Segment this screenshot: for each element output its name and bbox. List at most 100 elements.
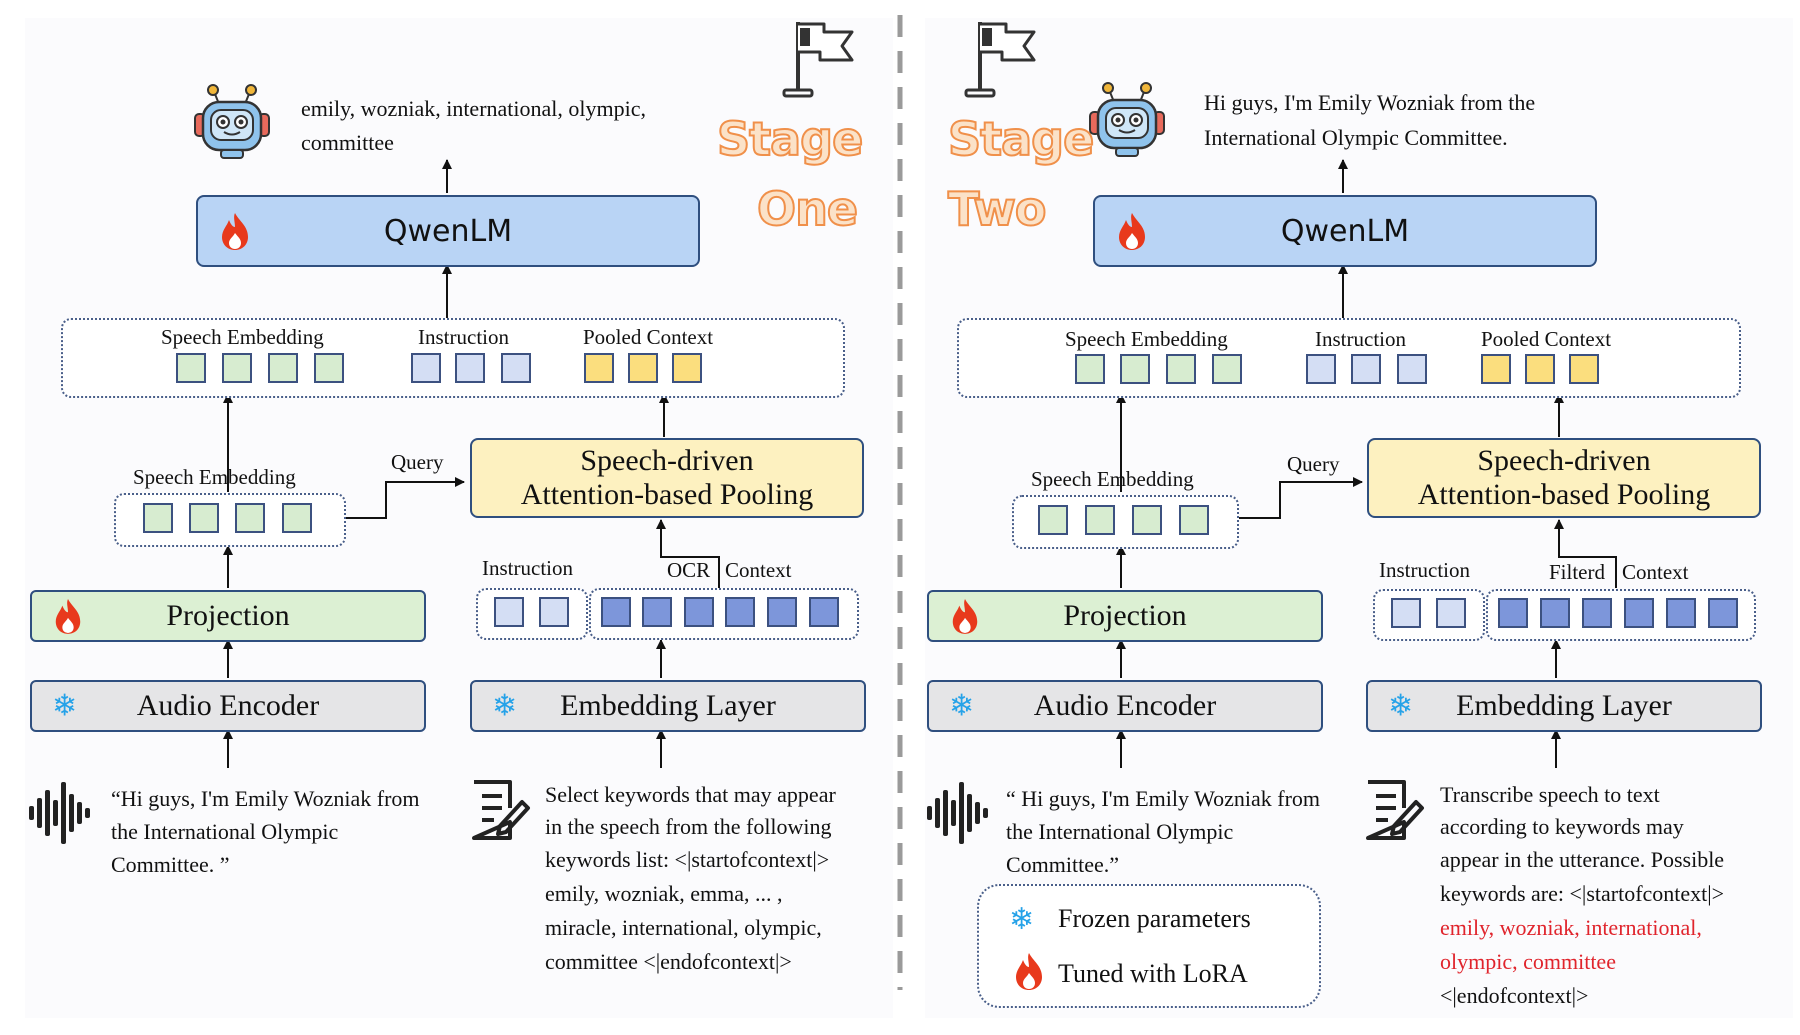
speech-token [1120,354,1150,384]
pooling-label-line1: Speech-driven [580,444,754,477]
snowflake-icon: ❄ [52,688,78,724]
fire-icon [1012,951,1046,995]
robot-icon [1089,82,1165,157]
stage-one-context-label-b: Context [725,558,792,582]
stage-one-pooling-box: Speech-driven Attention-based Pooling [470,438,864,518]
pooling-label-line2: Attention-based Pooling [1417,478,1711,511]
instruction-token [539,597,569,627]
stage-two-seq-speech-label: Speech Embedding [1065,327,1228,351]
pooling-label-line1: Speech-driven [1477,444,1651,477]
instruction-token [1397,354,1427,384]
flag-icon [782,22,854,98]
fire-icon [1115,211,1149,251]
stage-two-title-line1: Stage [947,111,1095,167]
stage-two-qwenlm-box: QwenLM [1093,195,1597,267]
stage-one-seq-pooled-label: Pooled Context [583,325,714,349]
stage-two-prompt-line7: <|endofcontext|> [1440,983,1589,1008]
instruction-token [455,353,485,383]
fire-icon [52,597,84,635]
legend-tuned-label: Tuned with LoRA [1058,959,1248,988]
snowflake-icon: ❄ [1388,688,1414,724]
speech-token [1085,505,1115,535]
stage-one-seq-instruction-label: Instruction [418,325,509,349]
pooled-context-token [672,353,702,383]
stage-two-prompt-line4: keywords are: <|startofcontext|> [1440,881,1725,906]
stage-one-embedding-layer-box: ❄ Embedding Layer [470,680,866,732]
stage-two-output-line2: International Olympic Committee. [1204,125,1508,150]
document-edit-icon [472,780,530,840]
instruction-token [501,353,531,383]
stage-one-instruction-box [476,588,588,640]
stage-one-instruction-label: Instruction [482,556,573,580]
stage-one-qwenlm-label: QwenLM [383,213,513,249]
stage-two-query-label: Query [1287,452,1340,476]
stage-one-prompt-line6: committee <|endofcontext|> [545,949,792,974]
stage-two-embedding-layer-label: Embedding Layer [1456,689,1672,722]
speech-token [314,353,344,383]
stage-one-embedding-layer-label: Embedding Layer [560,689,776,722]
context-token [767,597,797,627]
speech-token [222,353,252,383]
stage-two-instruction-box [1373,589,1485,641]
stage-two-speech-embedding-label: Speech Embedding [1031,467,1194,491]
stage-two-pooling-box: Speech-driven Attention-based Pooling [1367,438,1761,518]
stage-one-prompt-line5: miracle, international, olympic, [545,915,822,940]
stage-two-audio-encoder-box: ❄ Audio Encoder [927,680,1323,732]
context-token [1540,598,1570,628]
instruction-token [1391,598,1421,628]
instruction-token [494,597,524,627]
instruction-token [1351,354,1381,384]
audio-waveform-icon [927,782,988,844]
stage-two-audio-encoder-label: Audio Encoder [1033,689,1217,722]
stage-one-prompt-line4: emily, wozniak, emma, ... , [545,881,783,906]
document-edit-icon [1366,780,1424,840]
stage-one-title-line2: One [756,181,859,237]
audio-waveform-icon [29,782,90,844]
context-token [1708,598,1738,628]
speech-token [143,503,173,533]
speech-token [282,503,312,533]
stage-one-qwenlm-box: QwenLM [196,195,700,267]
stage-two-prompt-line6: olympic, committee [1440,949,1616,974]
pooled-context-token [1525,354,1555,384]
instruction-token [1306,354,1336,384]
stage-one-audio-encoder-label: Audio Encoder [136,689,320,722]
stage-two-prompt-line1: Transcribe speech to text [1440,782,1660,807]
stage-two-projection-box: Projection [927,590,1323,642]
robot-icon [194,84,270,159]
context-token [809,597,839,627]
stage-two-title-line2: Two [947,181,1047,237]
fire-icon [218,211,252,251]
speech-token [189,503,219,533]
pooled-context-token [1481,354,1511,384]
context-token [642,597,672,627]
stage-one-prompt-line3: keywords list: <|startofcontext|> [545,847,830,872]
pooling-label-line2: Attention-based Pooling [520,478,814,511]
stage-one-query-label: Query [391,450,444,474]
context-token [1624,598,1654,628]
stage-two-seq-instruction-label: Instruction [1315,327,1406,351]
context-token [684,597,714,627]
stage-one-context-label-a: OCR [667,558,711,582]
speech-token [1179,505,1209,535]
stage-one-speech-transcript: “Hi guys, I'm Emily Wozniak from the Int… [111,786,420,877]
speech-token [235,503,265,533]
pooled-context-token [1569,354,1599,384]
stage-one-output-text: emily, wozniak, international, olympic, … [301,96,646,155]
speech-token [268,353,298,383]
stage-two-embedding-layer-box: ❄ Embedding Layer [1366,680,1762,732]
context-token [1498,598,1528,628]
stage-two-speech-transcript: “ Hi guys, I'm Emily Wozniak from the In… [1006,786,1321,877]
context-token [725,597,755,627]
stage-one-projection-box: Projection [30,590,426,642]
speech-token [1212,354,1242,384]
snowflake-icon: ❄ [949,688,975,724]
stage-one-projection-label: Projection [166,599,290,632]
speech-token [1166,354,1196,384]
instruction-token [411,353,441,383]
stage-one-seq-speech-label: Speech Embedding [161,325,324,349]
pooled-context-token [628,353,658,383]
flag-icon [964,22,1036,98]
fire-icon [949,597,981,635]
speech-token [1132,505,1162,535]
